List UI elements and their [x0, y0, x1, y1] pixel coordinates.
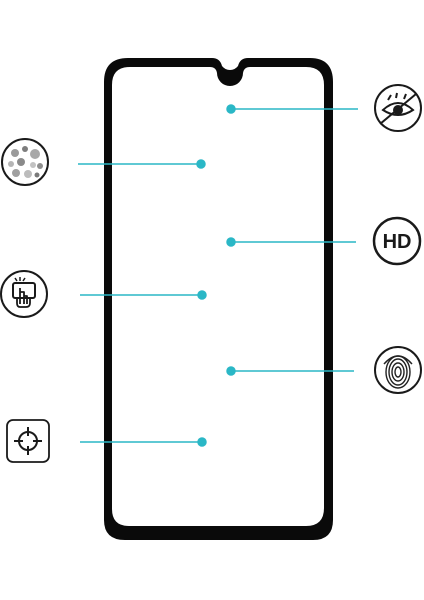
eye-icon: [374, 84, 422, 132]
connector-dot-hd: [226, 237, 236, 247]
connector-dot-particles: [196, 159, 206, 169]
connector-dot-crosshair: [197, 437, 207, 447]
connector-dot-eye: [226, 104, 236, 114]
connector-lines: [78, 104, 358, 447]
phone-frame: [104, 58, 333, 540]
hd-label: HD: [383, 231, 412, 253]
hd-icon: HD: [372, 216, 422, 266]
crosshair-icon: [6, 419, 50, 463]
phone-screen: [112, 67, 324, 526]
connector-dot-touch: [197, 290, 207, 300]
fingerprint-icon: [374, 346, 422, 394]
touch-icon: [0, 270, 48, 318]
connector-dot-fingerprint: [226, 366, 236, 376]
particles-icon: [1, 138, 49, 186]
